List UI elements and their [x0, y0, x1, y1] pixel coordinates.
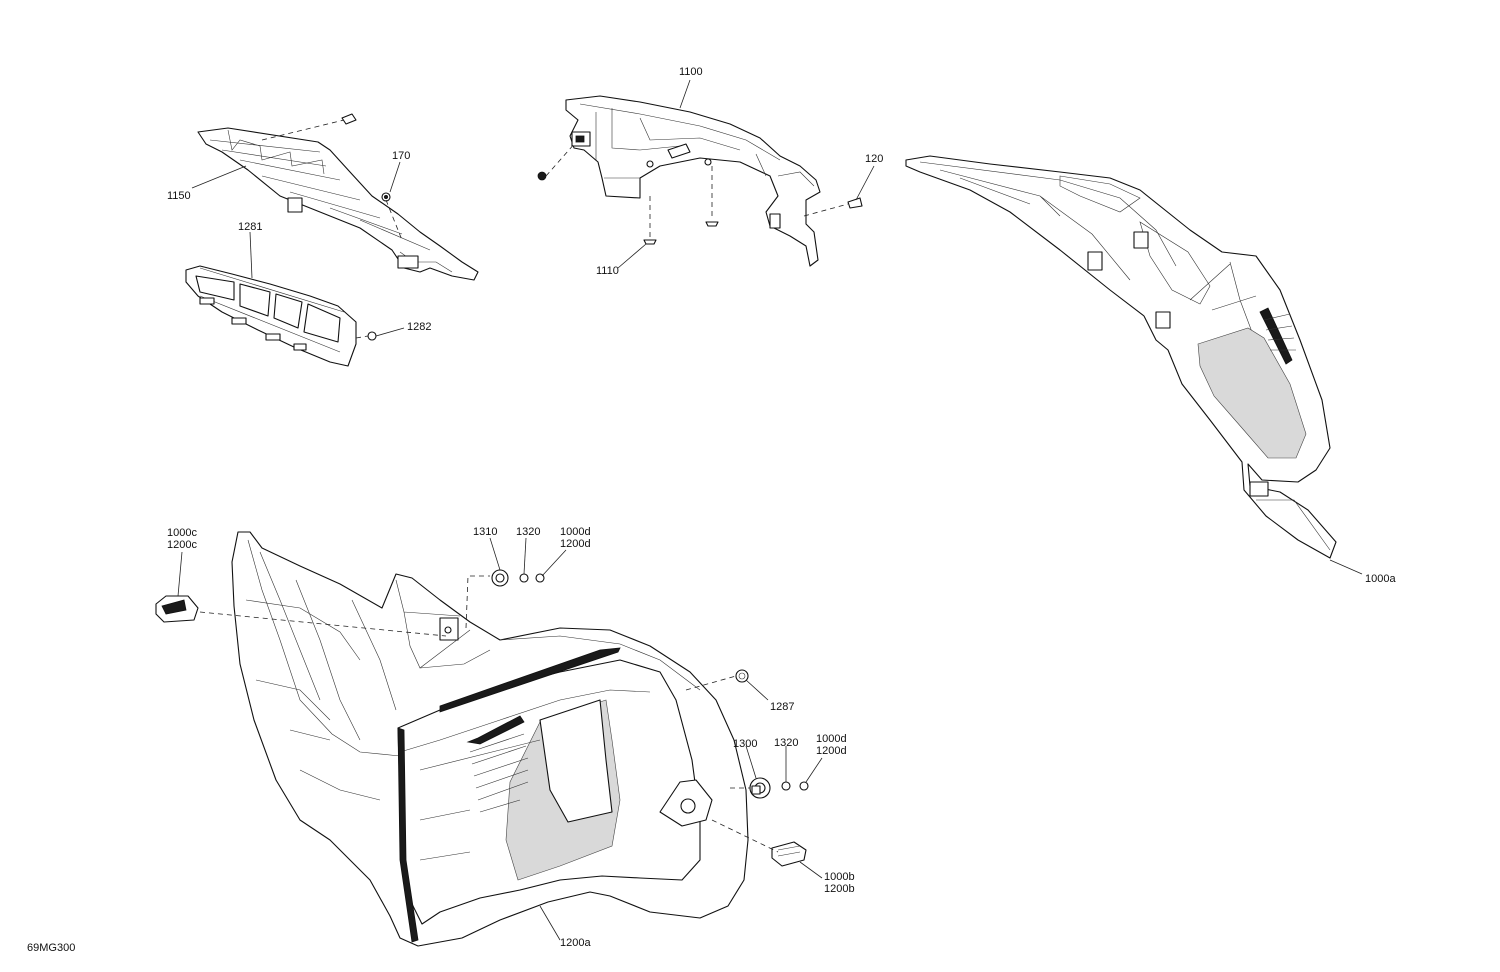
- screw-upper-1150[interactable]: [341, 113, 357, 125]
- callout-1320-lower: 1320: [774, 737, 798, 749]
- screw-left-1100[interactable]: [537, 171, 547, 181]
- part-1200a-body-panel[interactable]: [231, 531, 749, 947]
- leader-lines: [177, 79, 1363, 941]
- part-1000b-clip[interactable]: [771, 841, 807, 867]
- part-170-screw[interactable]: [381, 192, 391, 202]
- callout-1200a: 1200a: [560, 937, 591, 949]
- part-120-screw[interactable]: [847, 197, 863, 209]
- dash-1150-screw: [261, 119, 345, 141]
- callout-labels: 1100 170 120 1150 1281 1110 1282 1000a 1…: [27, 66, 1396, 954]
- part-1310-grommet[interactable]: [491, 569, 509, 587]
- part-1300-grommet[interactable]: [749, 777, 771, 799]
- callout-1150: 1150: [167, 190, 191, 202]
- dash-1310: [465, 575, 490, 629]
- callout-1287: 1287: [770, 701, 794, 713]
- dash-120: [803, 203, 849, 217]
- screw-mid-1100[interactable]: [705, 221, 719, 227]
- callout-1282: 1282: [407, 321, 431, 333]
- part-1000a-side-panel[interactable]: [905, 155, 1337, 559]
- callout-170: 170: [392, 150, 410, 162]
- callout-1300: 1300: [733, 738, 757, 750]
- dash-1282: [355, 335, 369, 339]
- part-1320-washer-lower[interactable]: [781, 781, 791, 791]
- part-1282-clip[interactable]: [367, 331, 377, 341]
- callout-1100: 1100: [679, 66, 703, 78]
- callout-1110: 1110: [596, 265, 619, 277]
- part-1000d-nut-lower[interactable]: [799, 781, 809, 791]
- callout-1310: 1310: [473, 526, 497, 538]
- part-1110-screw[interactable]: [643, 239, 657, 245]
- part-1100-console[interactable]: [565, 95, 821, 267]
- part-1000c-clip[interactable]: [155, 595, 199, 623]
- callout-1320-upper: 1320: [516, 526, 540, 538]
- part-1281-grille[interactable]: [185, 265, 357, 367]
- dash-1000b: [711, 819, 779, 853]
- drawing-id: 69MG300: [27, 942, 75, 954]
- part-1287-plug[interactable]: [735, 669, 749, 683]
- callout-1281: 1281: [238, 221, 262, 233]
- callout-120: 120: [865, 153, 883, 165]
- dash-170: [385, 199, 403, 241]
- part-1320-washer-upper[interactable]: [519, 573, 529, 583]
- dash-1100-left: [545, 141, 577, 177]
- part-1150-bracket[interactable]: [197, 127, 479, 281]
- callout-1000a: 1000a: [1365, 573, 1396, 585]
